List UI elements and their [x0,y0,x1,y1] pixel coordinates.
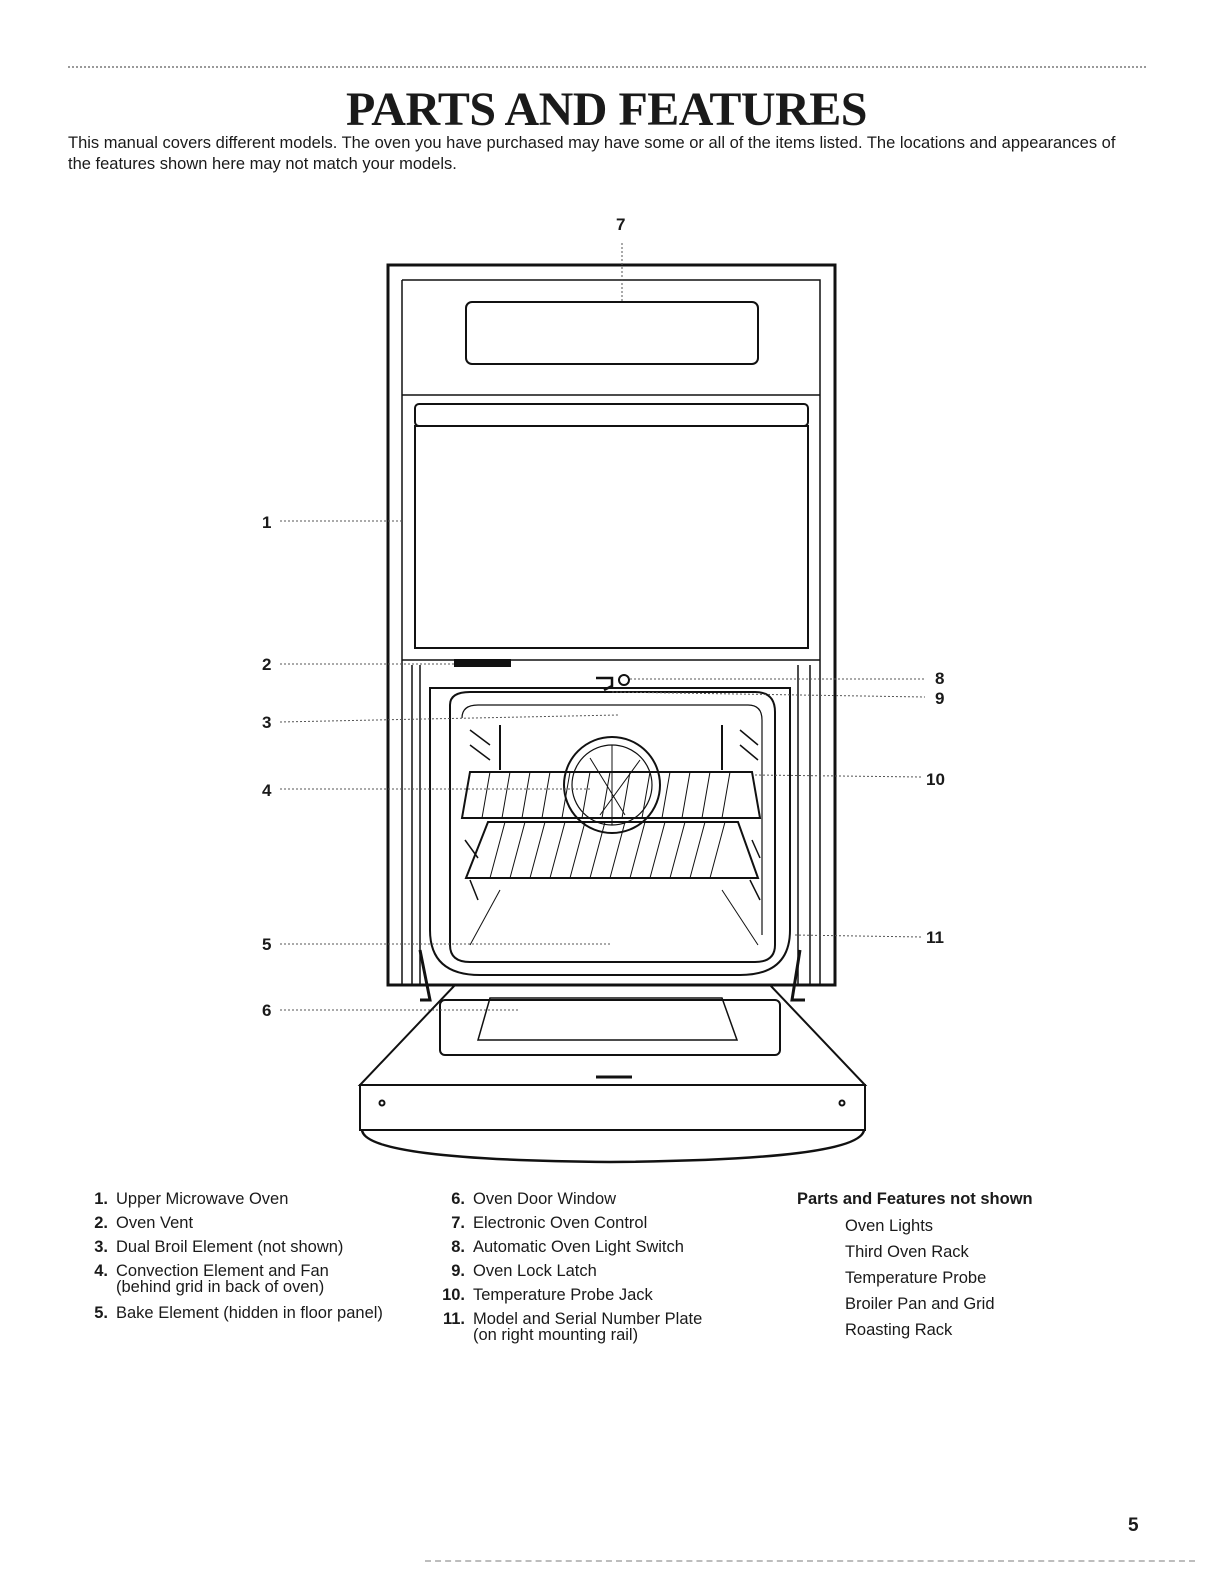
list-item: 6.Oven Door Window [451,1190,617,1208]
list-item: Roasting Rack [845,1321,953,1339]
callout-1: 1 [262,513,271,532]
list-item: 2.Oven Vent [94,1214,194,1232]
oven-vent [454,659,511,667]
oven-frame [429,687,791,976]
list-item: 5.Bake Element (hidden in floor panel) [94,1304,383,1322]
list-item: 10.Temperature Probe Jack [442,1286,653,1304]
page-title: PARTS AND FEATURES [346,83,867,136]
oven-cavity [449,691,776,963]
microwave-handle [414,403,809,427]
control-display [465,301,759,365]
cabinet-inner [402,279,821,985]
parts-list-column-2: 6.Oven Door Window 7.Electronic Oven Con… [425,1187,785,1349]
callout-6: 6 [262,1001,271,1020]
door-handle [360,1129,866,1164]
cabinet-outline [386,263,837,987]
lock-latch [596,676,614,692]
list-item: Temperature Probe [845,1269,987,1287]
light-switch [618,674,630,686]
callout-5: 5 [262,935,271,954]
callout-9: 9 [935,689,944,708]
list-item: 1.Upper Microwave Oven [94,1190,289,1208]
page-number: 5 [1128,1515,1139,1536]
door-window [439,999,781,1056]
callout-3: 3 [262,713,271,732]
lower-rack [464,821,760,879]
callout-8: 8 [935,669,944,688]
callout-7: 7 [616,215,625,234]
not-shown-column: Parts and Features not shown Oven Lights… [797,1187,1157,1343]
intro-paragraph: This manual covers different models. The… [68,134,1116,173]
parts-list-column-1: 1.Upper Microwave Oven 2.Oven Vent 3.Dua… [68,1187,428,1325]
list-item: Broiler Pan and Grid [845,1295,995,1313]
oven-diagram: 1 2 3 4 5 6 7 8 9 10 11 [262,215,945,1164]
callout-10: 10 [926,770,945,789]
microwave-door [414,425,809,649]
list-item: Third Oven Rack [845,1243,969,1261]
callout-2: 2 [262,655,271,674]
list-item: 4.Convection Element and Fan(behind grid… [94,1262,329,1296]
top-dotted-rule [68,66,1146,68]
list-item: 11.Model and Serial Number Plate(on righ… [442,1310,703,1344]
upper-rack [460,771,762,819]
list-item: 7.Electronic Oven Control [451,1214,648,1232]
list-item: 3.Dual Broil Element (not shown) [94,1238,344,1256]
list-item: Oven Lights [845,1217,934,1235]
list-item: 8.Automatic Oven Light Switch [451,1238,684,1256]
convection-fan [563,736,661,834]
list-item: 9.Oven Lock Latch [451,1262,597,1280]
bottom-rule [425,1560,1195,1562]
callout-4: 4 [262,781,272,800]
callout-11: 11 [926,928,944,947]
door-bottom [359,1084,866,1131]
not-shown-heading: Parts and Features not shown [797,1190,1033,1208]
